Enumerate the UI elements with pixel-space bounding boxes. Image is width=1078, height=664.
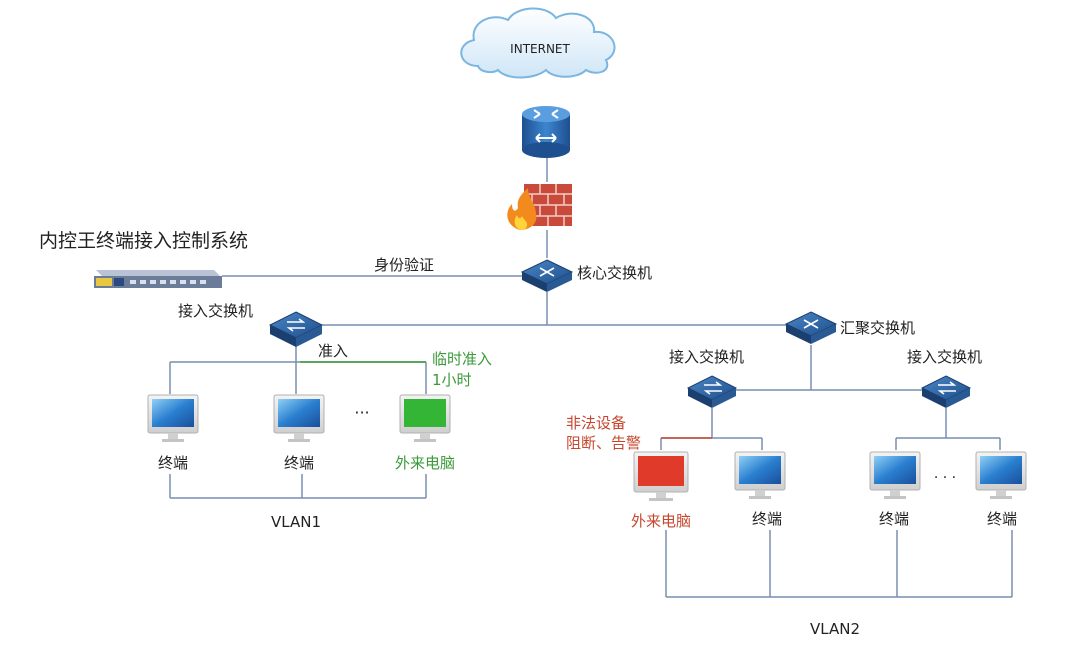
vlan2-terminal-3: [975, 451, 1027, 499]
vlan2-ellipsis: · · ·: [934, 470, 956, 486]
admit-label: 准入: [318, 342, 348, 360]
internet-label: INTERNET: [510, 42, 570, 56]
system-title: 内控王终端接入控制系统: [39, 230, 248, 252]
vlan1-label: VLAN1: [271, 513, 321, 531]
left-access-switch-icon: [268, 311, 324, 347]
vlan1-terminal-2-label: 终端: [284, 454, 314, 472]
connection-lines: [169, 158, 1013, 598]
mid-access-switch-icon: [686, 375, 738, 408]
vlan2-label: VLAN2: [810, 620, 860, 638]
vlan2-visitor-pc: [633, 451, 689, 501]
vlan2-terminal-1: [734, 451, 786, 499]
right-access-switch-icon: [920, 375, 972, 408]
illegal-device-label-line1: 非法设备: [566, 414, 626, 432]
temp-admit-label-line1: 临时准入: [432, 350, 492, 368]
vlan2-terminal-2: [869, 451, 921, 499]
internet-cloud-icon: INTERNET: [460, 7, 616, 79]
vlan1-terminal-2: [273, 394, 325, 442]
aggregation-switch-icon: [784, 311, 838, 344]
temp-admit-label-line2: 1小时: [432, 371, 472, 389]
vlan1-terminal-1: [147, 394, 199, 442]
vlan2-terminal-1-label: 终端: [752, 510, 782, 528]
terminal-screen: [739, 456, 781, 484]
terminal-screen: [278, 399, 320, 427]
vlan2-visitor-pc-label: 外来电脑: [631, 512, 691, 530]
core-switch-icon: [520, 259, 574, 292]
core-switch-label: 核心交换机: [577, 264, 652, 282]
terminal-screen: [874, 456, 916, 484]
terminal-screen: [980, 456, 1022, 484]
mid-access-switch-label: 接入交换机: [669, 348, 744, 366]
visitor-pc-green-screen: [404, 399, 446, 427]
vlan2-terminal-2-label: 终端: [879, 510, 909, 528]
visitor-pc-red-screen: [638, 456, 684, 486]
vlan1-terminal-1-label: 终端: [158, 454, 188, 472]
vlan1-visitor-pc-label: 外来电脑: [395, 454, 455, 472]
router-icon: [522, 106, 570, 158]
terminal-screen: [152, 399, 194, 427]
vlan1-visitor-pc: [399, 394, 451, 442]
aggregation-switch-label: 汇聚交换机: [840, 319, 915, 337]
left-access-switch-label: 接入交换机: [178, 302, 253, 320]
illegal-device-label-line2: 阻断、告警: [566, 434, 641, 452]
vlan1-ellipsis: ···: [354, 403, 369, 422]
right-access-switch-label: 接入交换机: [907, 348, 982, 366]
access-control-appliance-icon: [94, 270, 222, 288]
firewall-icon: [507, 184, 572, 230]
vlan2-terminal-3-label: 终端: [987, 510, 1017, 528]
auth-label: 身份验证: [374, 256, 434, 274]
